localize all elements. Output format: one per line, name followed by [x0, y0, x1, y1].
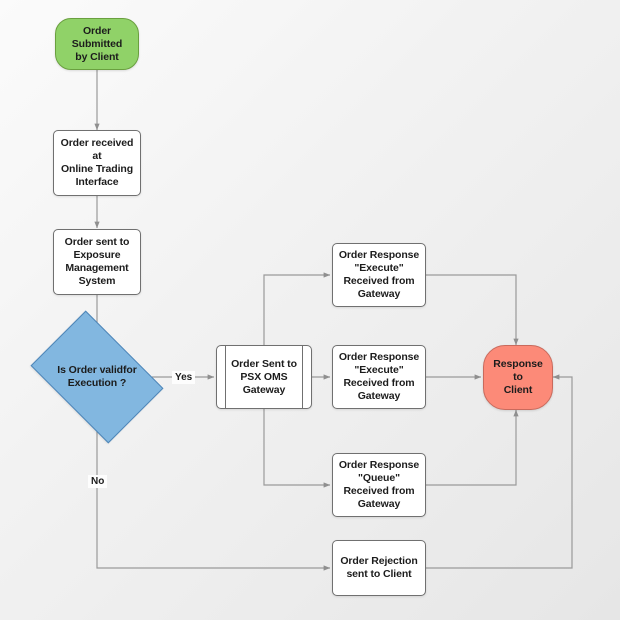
edge-resp-exec-1-response: [426, 274, 519, 346]
node-label: Order Response "Queue" Received from Gat…: [338, 459, 420, 510]
node-order-response-execute-top[interactable]: Order Response "Execute" Received from G…: [332, 243, 426, 307]
edge-decision-rejection: [96, 416, 331, 571]
edge-label-no: No: [88, 475, 108, 488]
edge-label-yes: Yes: [172, 371, 196, 384]
node-label: Order Rejection sent to Client: [340, 555, 418, 580]
node-label: Order received at Online Trading Interfa…: [60, 137, 134, 188]
node-order-response-queue[interactable]: Order Response "Queue" Received from Gat…: [332, 453, 426, 517]
node-label: Is Order validfor Execution ?: [57, 364, 137, 389]
node-label: Order Sent to PSX OMS Gateway: [231, 357, 297, 396]
node-order-response-execute-middle[interactable]: Order Response "Execute" Received from G…: [332, 345, 426, 409]
node-label: Order sent to Exposure Management System: [64, 236, 130, 287]
node-order-sent-exposure-management-system[interactable]: Order sent to Exposure Management System: [53, 229, 141, 295]
edge-oms-resp-queue: [263, 409, 331, 488]
node-response-to-client[interactable]: Response to Client: [483, 345, 553, 410]
node-order-sent-psx-oms-gateway[interactable]: Order Sent to PSX OMS Gateway: [216, 345, 312, 409]
edge-oms-resp-exec-1: [263, 272, 331, 345]
node-label: Response to Client: [493, 358, 543, 396]
node-label: Order Response "Execute" Received from G…: [338, 351, 420, 402]
node-order-rejection-sent-to-client[interactable]: Order Rejection sent to Client: [332, 540, 426, 596]
node-decision-is-order-valid-for-execution[interactable]: Is Order validfor Execution ?: [30, 310, 164, 444]
node-label: Order Submitted by Client: [71, 24, 123, 63]
node-order-received-online-trading-interface[interactable]: Order received at Online Trading Interfa…: [53, 130, 141, 196]
node-label: Order Response "Execute" Received from G…: [338, 249, 420, 300]
node-order-submitted-by-client[interactable]: Order Submitted by Client: [55, 18, 139, 70]
edge-resp-queue-response: [426, 409, 519, 486]
